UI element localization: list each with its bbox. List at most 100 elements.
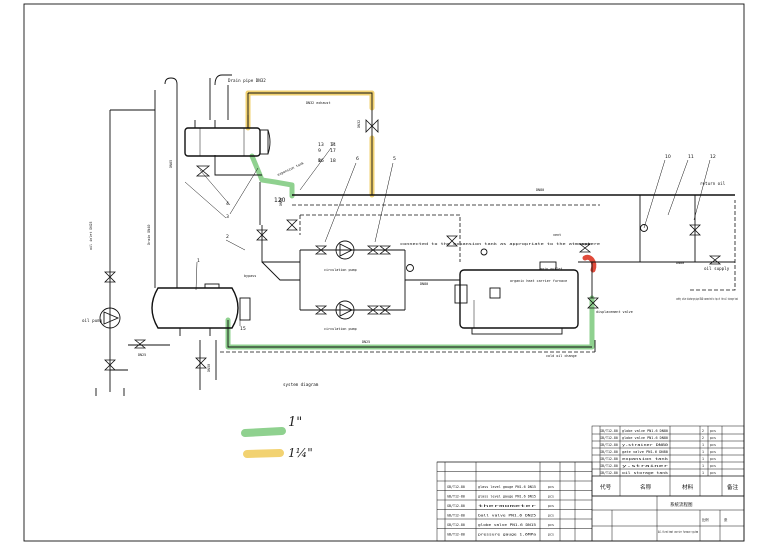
label-caption: system diagram (283, 382, 319, 387)
legend-yellow-label: 1¼" (288, 446, 313, 460)
label-note-line: connected to the expansion tank as appro… (400, 242, 600, 246)
oil-pump (99, 307, 121, 329)
circulation-pump-1 (335, 240, 355, 260)
left-row-name: pressure gauge 1.6MPa (478, 533, 536, 537)
left-row-unit: pcs (548, 504, 554, 508)
bom-row-name: globe valve PN1.6 DN80 (622, 429, 668, 433)
legend-green-label: 1" (288, 415, 302, 430)
table-head-name: 名称 (640, 483, 652, 491)
pressure-gauge (406, 264, 414, 272)
title-scale: 比例 (702, 517, 709, 522)
bom-row-unit: pcs (710, 457, 716, 461)
callout-9: 9 (318, 148, 321, 154)
label-displacement: displacement valve (596, 310, 633, 314)
label-oil-inlet: oil inlet DN25 (89, 221, 93, 250)
table-head-remark: 备注 (727, 483, 739, 491)
thermometer (640, 224, 648, 232)
callout-6: 6 (356, 156, 359, 162)
bom-row-code: GB/T12-80 (600, 471, 618, 475)
bom-row-code: GB/T12-80 (600, 457, 618, 461)
label-dn80-mid: DN80 (279, 198, 283, 206)
heat-carrier-furnace (454, 261, 579, 335)
left-row-unit: pcs (548, 514, 554, 518)
oil-storage-tank (151, 283, 251, 336)
bom-row-qty: 1 (702, 464, 704, 468)
bom-row-qty: 2 (702, 429, 704, 433)
bom-row-code: GB/T12-80 (600, 450, 618, 454)
circulation-pump-2 (335, 300, 355, 320)
callout-2: 2 (226, 234, 229, 240)
bom-row-unit: pcs (710, 436, 716, 440)
label-dn25-bottom: DN25 (362, 340, 370, 344)
label-dn25-left: DN25 (138, 353, 146, 357)
red-marker (582, 254, 597, 273)
label-return-oil: return oil (700, 181, 726, 186)
label-oil-pump: oil pump (82, 318, 103, 323)
label-120: 120 (274, 197, 286, 204)
callout-11: 11 (688, 154, 694, 160)
label-vent: vent (553, 233, 561, 237)
callout-12: 12 (710, 154, 716, 160)
callout-16: 16 (318, 158, 324, 164)
callout-13: 13 (318, 142, 324, 148)
label-dn80-top: DN80 (536, 188, 544, 192)
bom-row-unit: pcs (710, 471, 716, 475)
label-circ-pump-2: circulation pump (324, 327, 357, 331)
label-main-outlet: main outlet (540, 267, 562, 271)
legend-yellow-swatch (243, 449, 284, 458)
label-circ-pump-1: circulation pump (324, 268, 357, 272)
callout-5: 5 (393, 156, 396, 162)
callout-1: 1 (197, 258, 200, 264)
callout-3: 3 (226, 214, 229, 220)
bom-row-code: GB/T12-80 (600, 464, 618, 468)
bom-row-unit: pcs (710, 429, 716, 433)
drawing-frame (23, 3, 745, 542)
label-drain-pipe: Drain pipe DN32 (228, 78, 266, 83)
gauge-furnace (480, 248, 488, 256)
bom-row-name: globe valve PN1.6 DN80 (622, 436, 668, 440)
bom-row-qty: 1 (702, 443, 704, 447)
left-row-name: ball valve PN1.6 DN25 (478, 514, 536, 518)
label-cold-oil: cold oil change (546, 354, 577, 358)
bom-row-unit: pcs (710, 443, 716, 447)
left-row-unit: pcs (548, 485, 554, 489)
left-row-code: GB/T12-80 (447, 533, 465, 537)
label-drain-vert: Drain DN40 (147, 225, 151, 245)
bom-row-name: y-strainer DN80 (622, 443, 668, 447)
bom-row-qty: 1 (702, 457, 704, 461)
title-sheet: 张 (724, 517, 728, 522)
bom-row-name: gate valve PN1.6 DN80 (622, 450, 668, 454)
callout-15: 15 (240, 326, 246, 332)
label-oil-supply: oil supply (704, 266, 730, 271)
bom-row-qty: 1 (702, 450, 704, 454)
bom-row-unit: pcs (710, 450, 716, 454)
bom-row-code: GB/T12-80 (600, 443, 618, 447)
callout-14: 14 (330, 142, 336, 148)
label-furnace: organic heat carrier furnace (510, 279, 567, 283)
label-exhaust: DN32 exhaust (306, 101, 331, 105)
expansion-tank (184, 115, 271, 157)
legend-green-swatch (241, 427, 286, 437)
left-row-name: glass level gauge PN1.6 DN15 (478, 485, 536, 489)
bom-row-code: GB/T12-80 (600, 436, 618, 440)
left-row-name: thermometer (478, 504, 536, 508)
title-drawing: Oil-fired heat carrier furnace system (658, 530, 698, 534)
label-dn65: DN65 (169, 160, 173, 168)
label-safety-note: safety valve discharge pipe DN40 connect… (676, 297, 738, 301)
label-bypass: bypass (244, 274, 256, 278)
valves (104, 119, 722, 371)
bom-row-name: y-strainer (622, 464, 668, 468)
bom-row-name: expansion tank (622, 457, 668, 461)
left-row-unit: pcs (548, 523, 554, 527)
left-row-code: GB/T12-80 (447, 504, 465, 508)
bom-row-qty: 2 (702, 436, 704, 440)
label-dn80-low: DN80 (420, 282, 428, 286)
left-row-code: GB/T12-80 (447, 495, 465, 499)
bom-row-qty: 1 (702, 471, 704, 475)
left-row-code: GB/T12-80 (447, 523, 465, 527)
label-dn50: DN50 (207, 364, 211, 372)
bom-row-name: oil storage tank (622, 471, 668, 475)
